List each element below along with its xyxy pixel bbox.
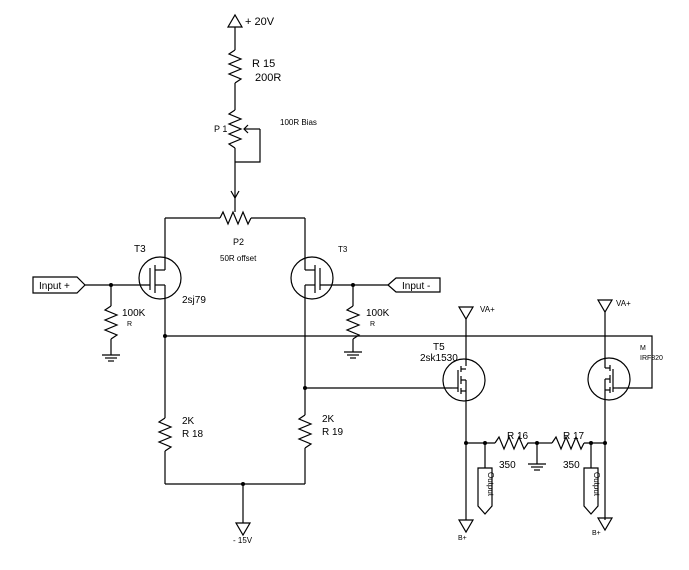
- r15-value: 200R: [255, 72, 281, 84]
- output-right-label: Output: [592, 472, 601, 497]
- r17-value: 350: [563, 460, 580, 471]
- p2-desc: 50R offset: [220, 254, 257, 263]
- b-left-label: B+: [458, 535, 467, 542]
- p2-potentiometer: [164, 198, 306, 262]
- r-input-left-name: R: [127, 321, 132, 328]
- b-right-label: B+: [592, 530, 601, 537]
- m-transistor: [587, 357, 631, 402]
- r-input-left-value: 100K: [122, 308, 146, 319]
- input-minus-label: Input -: [402, 281, 430, 292]
- r-input-left-resistor: [103, 285, 119, 355]
- b-right-supply-symbol: [596, 517, 614, 532]
- va-left-label: VA+: [480, 305, 495, 314]
- r15-resistor: [227, 49, 243, 110]
- right-rail: [297, 296, 313, 484]
- bottom-supply-label: - 15V: [233, 536, 253, 545]
- r-input-right-resistor: [345, 285, 361, 352]
- t3-left-transistor: [111, 256, 182, 300]
- va-right-supply-symbol: [596, 299, 614, 360]
- top-supply-symbol: [226, 13, 244, 50]
- b-left-supply-symbol: [457, 519, 475, 534]
- output-right-port: [583, 467, 599, 515]
- t3-left-part: 2sj79: [182, 295, 206, 306]
- r-input-right-name: R: [370, 321, 375, 328]
- p2-name: P2: [233, 237, 244, 247]
- r19-value: 2K: [322, 414, 335, 425]
- p1-desc: 100R Bias: [280, 118, 317, 127]
- r18-value: 2K: [182, 416, 195, 427]
- r17-resistor: [551, 435, 585, 451]
- va-left-supply-symbol: [457, 306, 475, 366]
- ground-left-icon: [102, 354, 120, 362]
- r16-name: R 16: [507, 431, 529, 442]
- p1-name: P 1: [214, 124, 227, 134]
- t3-right-name: T3: [338, 245, 348, 254]
- t5-name: T5: [433, 342, 445, 353]
- r15-name: R 15: [252, 58, 275, 70]
- m-name: M: [640, 345, 646, 352]
- r16-value: 350: [499, 460, 516, 471]
- left-rail: [157, 296, 173, 484]
- output-network: [464, 402, 607, 520]
- output-left-label: Output: [486, 472, 495, 497]
- p1-potentiometer: [227, 109, 261, 200]
- input-plus-label: Input +: [39, 281, 70, 292]
- r17-name: R 17: [563, 431, 585, 442]
- ground-right-icon: [344, 351, 362, 359]
- bottom-supply-symbol: [165, 482, 305, 537]
- output-left-port: [477, 467, 493, 515]
- r-input-right-value: 100K: [366, 308, 390, 319]
- t5-part: 2sk1530: [420, 353, 458, 364]
- r18-name: R 18: [182, 429, 204, 440]
- top-supply-label: + 20V: [245, 16, 275, 28]
- r19-name: R 19: [322, 427, 344, 438]
- va-right-label: VA+: [616, 299, 631, 308]
- t5-transistor: [442, 358, 486, 402]
- t3-left-name: T3: [134, 244, 146, 255]
- ground-output-icon: [528, 463, 546, 471]
- r16-resistor: [494, 435, 537, 451]
- m-part: IRF820: [640, 355, 663, 362]
- left-drain-to-m-gate-wire: [165, 335, 653, 389]
- t3-right-transistor: [290, 256, 353, 300]
